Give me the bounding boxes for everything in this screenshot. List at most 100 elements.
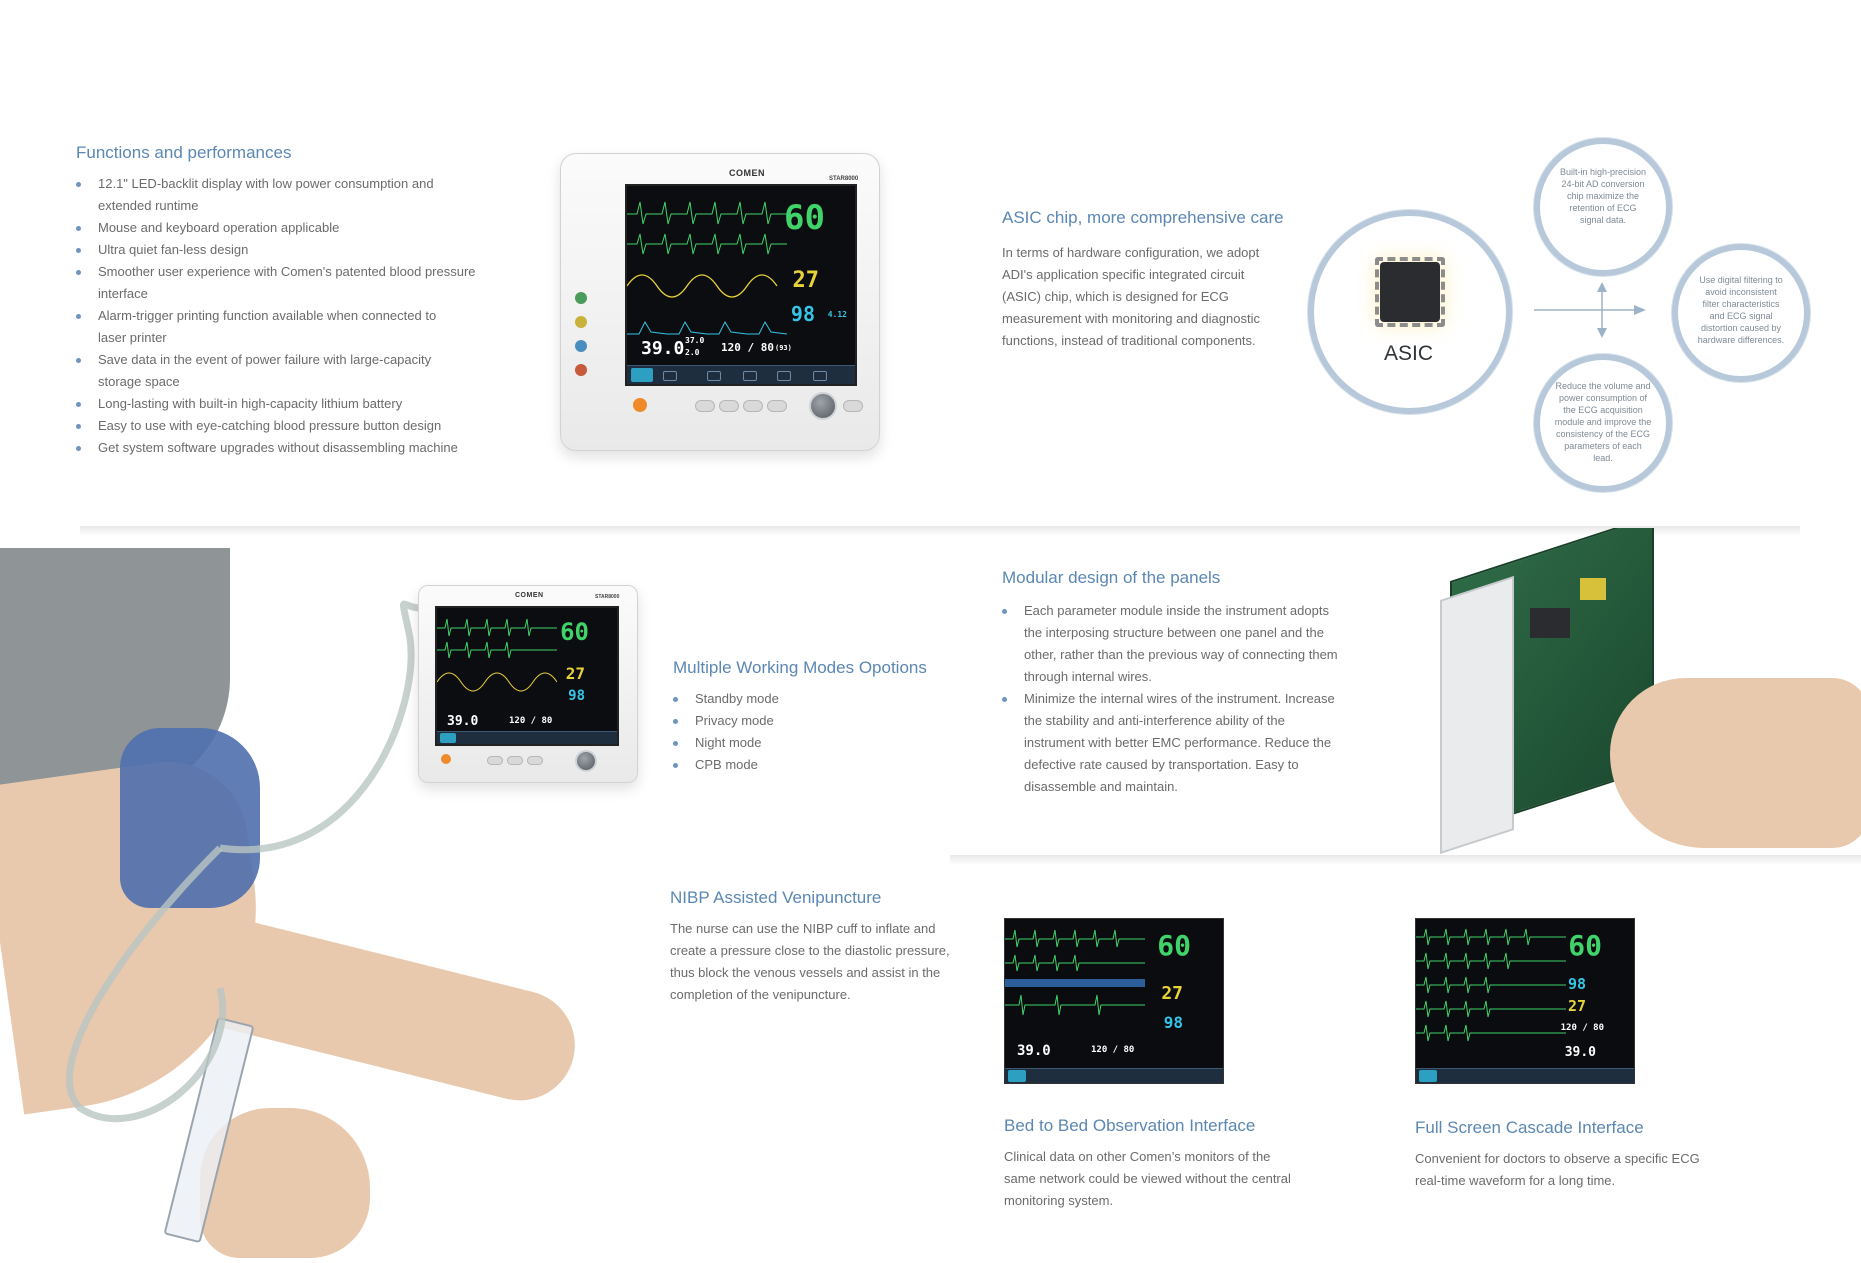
bed-section: Bed to Bed Observation Interface Clinica… <box>1004 1116 1314 1212</box>
monitor-menu-bar <box>437 731 617 744</box>
temp-t2-value: 2.0 <box>685 348 700 357</box>
functions-list: 12.1" LED-backlit display with low power… <box>76 173 496 459</box>
main-menu-button <box>1008 1070 1026 1082</box>
monitor-model: STAR8000 <box>595 594 620 600</box>
functions-section: Functions and performances 12.1" LED-bac… <box>76 143 506 459</box>
resp-value: 27 <box>1161 983 1183 1004</box>
monitor-brand: COMEN <box>729 168 765 178</box>
main-menu-button <box>631 368 653 382</box>
chip-component <box>1530 608 1570 638</box>
menu-item <box>663 371 677 381</box>
temp-value: 39.0 <box>447 714 479 729</box>
modes-section: Multiple Working Modes Opotions Standby … <box>673 658 953 776</box>
spo2-value: 98 <box>790 302 815 326</box>
front-key <box>843 400 863 412</box>
list-item: Night mode <box>673 732 953 754</box>
pleth-waveform <box>627 320 787 335</box>
modes-list: Standby mode Privacy mode Night mode CPB… <box>673 688 953 776</box>
menu-item <box>813 371 827 381</box>
rotary-knob-icon <box>575 750 597 772</box>
patient-monitor-small-image: COMEN STAR8000 60 27 98 39.0 120 / 80 <box>418 585 638 783</box>
list-item: Minimize the internal wires of the instr… <box>1002 688 1344 798</box>
section-divider <box>950 855 1861 865</box>
functions-title: Functions and performances <box>76 143 292 162</box>
benefit-right-circle: Use digital filtering to avoid inconsist… <box>1672 244 1810 382</box>
module-panel-image <box>1430 528 1861 858</box>
alarm-key-icon <box>441 754 451 764</box>
nibp-section: NIBP Assisted Venipuncture The nurse can… <box>670 888 960 1006</box>
monitor-menu-bar <box>1005 1068 1223 1083</box>
nibp-value: 120 / 80 <box>721 341 774 354</box>
front-key <box>487 756 503 765</box>
side-port <box>575 316 587 328</box>
main-menu-button <box>440 733 456 743</box>
list-item: Privacy mode <box>673 710 953 732</box>
side-port <box>575 292 587 304</box>
modular-title: Modular design of the panels <box>1002 568 1221 587</box>
monitor-model: STAR8000 <box>829 176 859 182</box>
list-item: Each parameter module inside the instrum… <box>1002 600 1342 688</box>
list-item: Smoother user experience with Comen's pa… <box>76 261 496 305</box>
hand <box>200 1108 370 1258</box>
rotary-knob-icon <box>809 392 837 420</box>
list-item: Alarm-trigger printing function availabl… <box>76 305 448 349</box>
list-item: Get system software upgrades without dis… <box>76 437 496 459</box>
ecg-waveform <box>437 618 557 692</box>
bed-to-bed-screenshot: 60 27 98 39.0 120 / 80 <box>1004 918 1224 1084</box>
monitor-menu-bar <box>627 365 855 384</box>
section-divider <box>80 526 1800 536</box>
menu-item <box>707 371 721 381</box>
spo2-value: 98 <box>1567 975 1586 993</box>
benefit-bottom-circle: Reduce the volume and power consumption … <box>1534 354 1672 492</box>
pi-value: 4.12 <box>827 310 847 319</box>
modes-title: Multiple Working Modes Opotions <box>673 658 927 677</box>
hr-value: 60 <box>784 198 825 238</box>
monitor-menu-bar <box>1416 1068 1634 1083</box>
asic-body: In terms of hardware configuration, we a… <box>1002 245 1260 348</box>
asic-arrows-icon <box>1534 282 1646 338</box>
nibp-value: 120 / 80 <box>1091 1045 1135 1055</box>
asic-section: ASIC chip, more comprehensive care In te… <box>1002 208 1302 352</box>
nibp-value: 120 / 80 <box>1560 1023 1604 1033</box>
ecg-waveform <box>627 201 787 298</box>
front-key <box>743 400 763 412</box>
benefit-top-circle: Built-in high-precision 24-bit AD conver… <box>1534 138 1672 276</box>
spo2-value: 98 <box>568 688 585 704</box>
patient-monitor-image: COMEN STAR8000 60 27 98 4.12 39.0 37.0 2… <box>560 153 880 451</box>
bed-body: Clinical data on other Comen’s monitors … <box>1004 1149 1291 1208</box>
modular-list: Each parameter module inside the instrum… <box>1002 600 1342 798</box>
menu-item <box>743 371 757 381</box>
ecg-waveform <box>1416 928 1566 1042</box>
hr-value: 60 <box>1157 929 1191 962</box>
cascade-title: Full Screen Cascade Interface <box>1415 1118 1644 1137</box>
nibp-value: 120 / 80 <box>509 716 553 726</box>
menu-item <box>777 371 791 381</box>
monitor-screen: 60 27 98 4.12 39.0 37.0 2.0 120 / 80 (93… <box>625 184 857 386</box>
monitor-brand: COMEN <box>515 592 544 599</box>
monitor-screen: 60 27 98 39.0 120 / 80 <box>435 606 619 746</box>
front-key <box>719 400 739 412</box>
hr-value: 60 <box>560 618 589 646</box>
side-port <box>575 364 587 376</box>
nibp-venipuncture-illustration <box>0 548 640 1263</box>
hr-value: 60 <box>1568 929 1602 962</box>
front-key <box>507 756 523 765</box>
map-value: (93) <box>775 344 792 352</box>
alarm-key-icon <box>633 398 647 412</box>
front-key <box>527 756 543 765</box>
chip-component <box>1580 578 1606 600</box>
list-item: Easy to use with eye-catching blood pres… <box>76 415 496 437</box>
list-item: Mouse and keyboard operation applicable <box>76 217 496 239</box>
module-frame <box>1440 575 1514 855</box>
list-item: Standby mode <box>673 688 953 710</box>
asic-chip-icon <box>1375 257 1445 327</box>
cuff-tube <box>66 600 421 1123</box>
resp-value: 27 <box>565 664 585 683</box>
cascade-section: Full Screen Cascade Interface Convenient… <box>1415 1118 1735 1192</box>
temp-value: 39.0 <box>1017 1043 1051 1059</box>
benefit-top-text: Built-in high-precision 24-bit AD conver… <box>1559 167 1647 225</box>
asic-title: ASIC chip, more comprehensive care <box>1002 208 1284 227</box>
cascade-screenshot: 60 98 27 120 / 80 39.0 <box>1415 918 1635 1084</box>
ecg-waveform <box>1005 929 1145 1016</box>
spo2-value: 98 <box>1163 1013 1183 1032</box>
